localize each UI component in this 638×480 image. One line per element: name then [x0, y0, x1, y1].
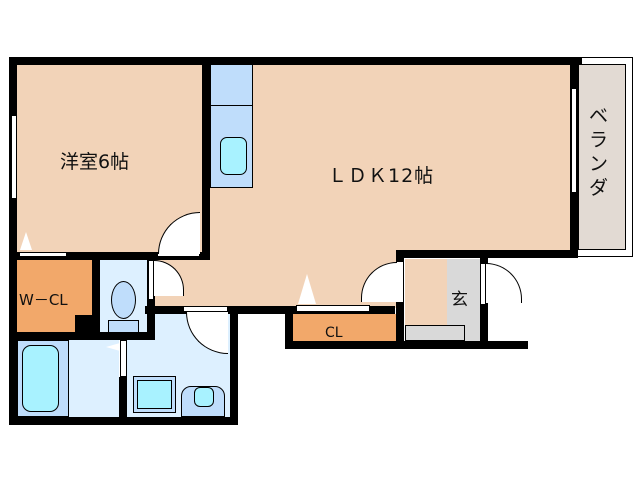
wall-ldk-bottom-right — [396, 250, 578, 258]
toilet-bowl-icon — [111, 281, 136, 319]
wall-closet-left — [285, 306, 293, 348]
wcl-arrow-icon — [20, 232, 32, 250]
bath-arrow-icon — [106, 343, 120, 351]
wall-room-divider — [202, 57, 210, 257]
closet — [293, 314, 396, 342]
kitchen-sink-icon — [220, 137, 247, 175]
wash-basin-bowl-icon — [194, 387, 214, 407]
wall-hall-bottom — [145, 306, 395, 314]
wall-left-lower — [9, 330, 17, 425]
ldk-room — [205, 65, 572, 250]
veranda — [578, 64, 626, 250]
entrance-floor — [405, 259, 447, 325]
western-room-label: 洋室6帖 — [60, 151, 130, 173]
closet-arrow-icon — [298, 274, 316, 304]
door-washroom[interactable] — [183, 306, 228, 312]
door-bathroom-folding[interactable] — [120, 340, 127, 377]
door-ldk-entrance[interactable] — [396, 261, 404, 303]
wall-western-bottom — [9, 252, 210, 260]
ldk-label: ＬＤＫ12帖 — [328, 165, 435, 187]
wcl-label: W－CL — [19, 291, 68, 309]
window-western-room — [11, 115, 17, 199]
washing-machine-drum-icon — [137, 380, 172, 409]
kitchen-counter-divider — [210, 105, 253, 106]
wall-wcl-right — [92, 255, 100, 340]
window-ldk-veranda — [571, 88, 577, 193]
cl-label: CL — [325, 325, 343, 341]
wall-top — [9, 57, 582, 65]
entrance-shoe-box — [405, 325, 465, 341]
wall-entrance-bottom — [285, 341, 528, 349]
front-door-swing — [486, 263, 522, 303]
veranda-label: ベランダ — [589, 105, 609, 199]
entrance-label: 玄 — [451, 290, 468, 310]
wall-washroom-right — [230, 306, 238, 425]
bathtub-basin-icon — [22, 345, 59, 412]
wall-bath-divider — [119, 377, 127, 422]
door-toilet[interactable] — [148, 260, 154, 300]
wall-wcl-notch — [75, 315, 95, 335]
toilet-tank-icon — [108, 320, 139, 333]
wall-wcl-bottom — [9, 332, 155, 340]
door-wcl-sliding[interactable] — [19, 252, 67, 257]
door-closet-sliding[interactable] — [296, 305, 370, 312]
